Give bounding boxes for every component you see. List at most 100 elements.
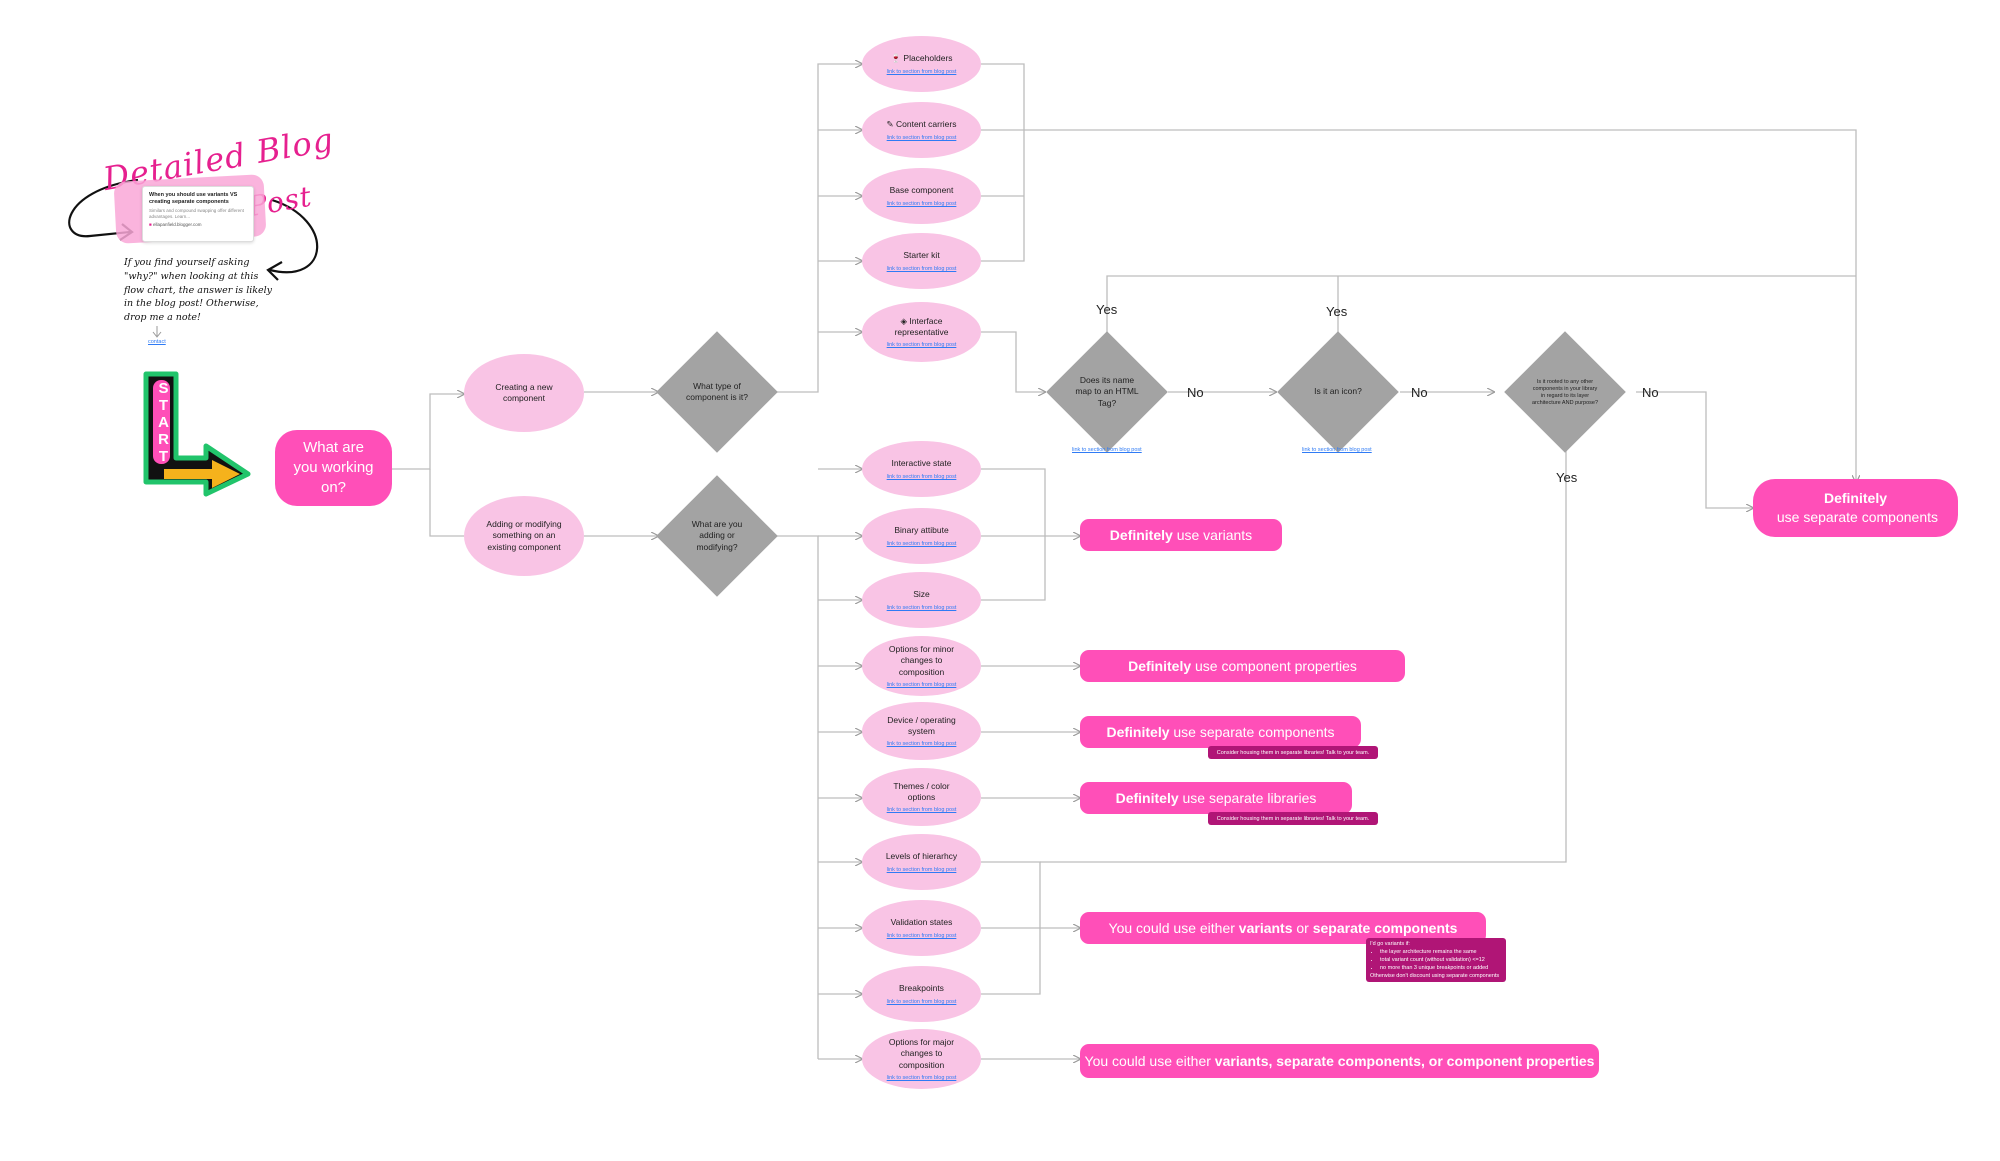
type-label: ✎ Content carriers <box>886 119 957 130</box>
result-emphasis: Definitely <box>1128 658 1192 674</box>
blog-section-link[interactable]: link to section from blog post <box>1072 447 1142 453</box>
type-interactive-state[interactable]: Interactive state link to section from b… <box>862 441 981 497</box>
type-interface-representative[interactable]: ◈ Interface representative link to secti… <box>862 302 981 362</box>
blog-card-desc: Similars and compound swapping offer dif… <box>149 208 244 220</box>
result-separate-libraries: Definitely use separate libraries <box>1080 782 1352 814</box>
note-item: total variant count (without validation)… <box>1380 957 1502 965</box>
type-hierarchy[interactable]: Levels of hierarhcy link to section from… <box>862 834 981 890</box>
type-label: Breakpoints <box>899 983 944 994</box>
type-label: Starter kit <box>903 250 940 261</box>
blog-section-link[interactable]: link to section from blog post <box>886 866 957 873</box>
note-separate-components: Consider housing them in separate librar… <box>1208 746 1378 759</box>
type-options-minor[interactable]: Options for minor changes to composition… <box>862 636 981 696</box>
result-component-properties: Definitely use component properties <box>1080 650 1405 682</box>
blog-section-link[interactable]: link to section from blog post <box>886 604 957 611</box>
note-line: flow chart, the answer is likely <box>124 284 273 296</box>
blog-section-link[interactable]: link to section from blog post <box>886 741 957 748</box>
blog-section-link[interactable]: link to section from blog post <box>886 473 957 480</box>
question-adding-modifying: What are you adding or modifying? <box>691 519 743 552</box>
type-options-major[interactable]: Options for major changes to composition… <box>862 1029 981 1089</box>
result-emphasis: Definitely <box>1115 790 1179 806</box>
note-line: If you find yourself asking <box>124 257 250 268</box>
blog-section-link[interactable]: link to section from blog post <box>886 807 957 814</box>
note-item: the layer architecture remains the same <box>1380 949 1502 957</box>
root-question: What are you working on? <box>275 430 392 506</box>
type-label: Interactive state <box>891 458 952 469</box>
type-content-carriers[interactable]: ✎ Content carriers link to section from … <box>862 102 981 158</box>
type-label: Validation states <box>890 917 953 928</box>
type-label: Base component <box>889 185 954 196</box>
type-label: Size <box>913 589 930 600</box>
type-base-component[interactable]: Base component link to section from blog… <box>862 168 981 224</box>
type-label: Levels of hierarhcy <box>885 851 958 862</box>
yes-label: Yes <box>1326 304 1348 319</box>
result-emphasis: variants <box>1238 920 1293 936</box>
yes-label: Yes <box>1096 302 1118 317</box>
type-breakpoints[interactable]: Breakpoints link to section from blog po… <box>862 966 981 1022</box>
blog-favicon-icon: ■ <box>149 221 152 227</box>
type-size[interactable]: Size link to section from blog post <box>862 572 981 628</box>
branch-creating-new[interactable]: Creating a new component <box>464 354 584 432</box>
result-emphasis: Definitely <box>1109 527 1173 543</box>
result-text: You could use either <box>1084 1053 1215 1069</box>
result-either-major: You could use either variants, separate … <box>1080 1044 1599 1078</box>
no-label: No <box>1411 385 1428 400</box>
result-text: use separate components <box>1773 509 1938 525</box>
type-placeholders[interactable]: 🍷 Placeholders link to section from blog… <box>862 36 981 92</box>
blog-card-title: When you should use variants VS creating… <box>149 192 238 206</box>
blog-section-link[interactable]: link to section from blog post <box>886 932 957 939</box>
result-text: use separate components <box>1169 724 1335 740</box>
handwritten-note: If you find yourself asking "why?" when … <box>124 256 274 325</box>
type-device-os[interactable]: Device / operating system link to sectio… <box>862 702 981 760</box>
type-label: ◈ Interface representative <box>894 315 949 337</box>
type-label: Themes / color options <box>893 780 950 802</box>
blog-card-domain: ellapanfield.blogger.com <box>152 221 202 227</box>
blog-section-link[interactable]: link to section from blog post <box>886 998 957 1005</box>
type-themes[interactable]: Themes / color options link to section f… <box>862 768 981 826</box>
blog-section-link[interactable]: link to section from blog post <box>886 342 957 349</box>
branch-label: Adding or modifying something on an exis… <box>486 518 562 552</box>
note-line: drop me a note! <box>124 312 201 324</box>
blog-section-link[interactable]: link to section from blog post <box>886 540 957 547</box>
blog-section-link[interactable]: link to section from blog post <box>886 1075 957 1082</box>
start-sign-label: START <box>158 380 169 465</box>
result-emphasis: variants, separate components, or compon… <box>1214 1053 1595 1069</box>
branch-adding-modifying[interactable]: Adding or modifying something on an exis… <box>464 496 584 576</box>
no-label: No <box>1187 385 1204 400</box>
blog-section-link[interactable]: link to section from blog post <box>886 200 957 207</box>
result-text: use component properties <box>1191 658 1357 674</box>
type-binary-attribute[interactable]: Binary attibute link to section from blo… <box>862 508 981 564</box>
result-final-text: Definitely use separate components <box>1773 489 1938 527</box>
question-is-icon: Is it an icon? <box>1314 386 1362 397</box>
result-emphasis: Definitely <box>1823 490 1887 507</box>
result-separate-components: Definitely use separate components <box>1080 716 1361 748</box>
question-rooted: Is it rooted to any other components in … <box>1531 378 1599 407</box>
branch-label: Creating a new component <box>495 381 553 403</box>
type-label: 🍷 Placeholders <box>890 53 953 64</box>
result-text: use variants <box>1172 527 1253 543</box>
blog-section-link[interactable]: link to section from blog post <box>1302 447 1372 453</box>
type-validation[interactable]: Validation states link to section from b… <box>862 900 981 956</box>
note-tail: Otherwise don't discount using separate … <box>1370 972 1500 979</box>
blog-section-link[interactable]: link to section from blog post <box>886 68 957 75</box>
blog-section-link[interactable]: link to section from blog post <box>886 134 957 141</box>
note-separate-libraries: Consider housing them in separate librar… <box>1208 812 1378 825</box>
question-html-tag: Does its name map to an HTML Tag? <box>1075 375 1139 408</box>
question-component-type: What type of component is it? <box>686 380 748 402</box>
note-line: "why?" when looking at this <box>124 270 259 282</box>
blog-post-card[interactable]: When you should use variants VS creating… <box>142 186 254 242</box>
type-label: Binary attibute <box>894 525 949 536</box>
result-text: or <box>1292 920 1313 936</box>
note-head: I'd go variants if: <box>1370 941 1410 947</box>
result-emphasis: separate components <box>1312 920 1458 936</box>
contact-link[interactable]: contact <box>148 339 166 345</box>
result-variants: Definitely use variants <box>1080 519 1282 551</box>
start-sign-arrow <box>143 371 251 497</box>
result-text: use separate libraries <box>1178 790 1317 806</box>
type-label: Options for major changes to composition <box>888 1036 955 1070</box>
result-either-variants-or-components: You could use either variants or separat… <box>1080 912 1486 944</box>
blog-section-link[interactable]: link to section from blog post <box>886 682 957 689</box>
blog-section-link[interactable]: link to section from blog post <box>886 265 957 272</box>
type-label: Options for minor changes to composition <box>888 643 955 677</box>
type-starter-kit[interactable]: Starter kit link to section from blog po… <box>862 233 981 289</box>
